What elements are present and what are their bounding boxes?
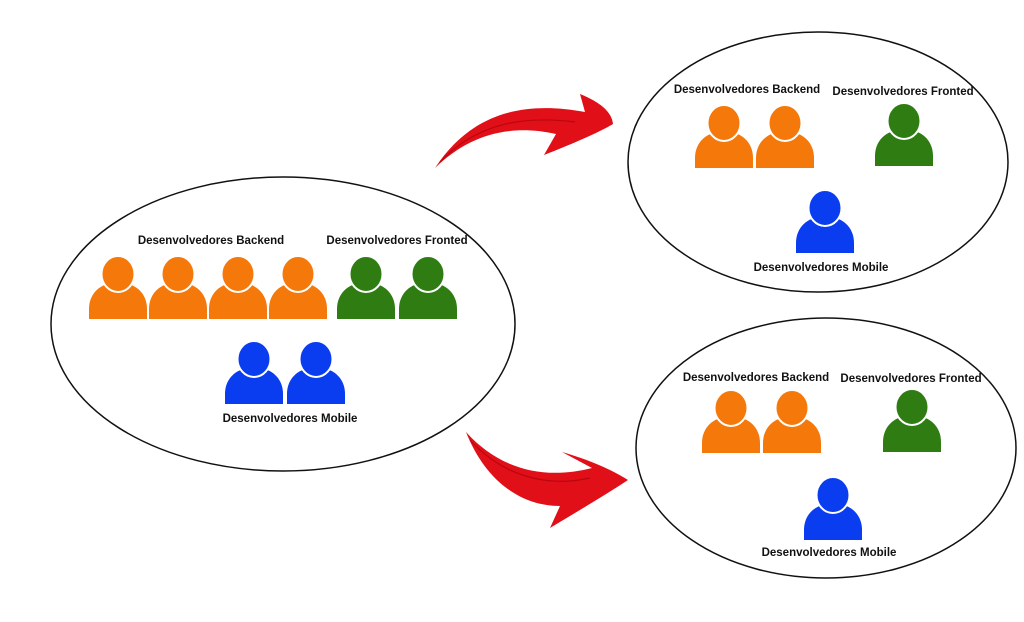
top-frontend-label: Desenvolvedores Fronted xyxy=(832,86,974,98)
top-mobile-label: Desenvolvedores Mobile xyxy=(753,262,889,274)
team-ellipse-split-top xyxy=(627,31,1009,293)
person-icon-split_top-frontend-1 xyxy=(875,102,933,166)
arrow-icon-to-top xyxy=(435,94,613,168)
person-icon-main-mobile-1 xyxy=(225,340,283,404)
person-icon-main-frontend-1 xyxy=(337,255,395,319)
top-backend-label: Desenvolvedores Backend xyxy=(673,84,821,96)
person-icon-split_bottom-frontend-1 xyxy=(883,388,941,452)
main-frontend-label: Desenvolvedores Fronted xyxy=(326,235,468,247)
person-icon-main-backend-4 xyxy=(269,255,327,319)
bottom-mobile-label: Desenvolvedores Mobile xyxy=(761,547,897,559)
person-icon-split_bottom-mobile-1 xyxy=(804,476,862,540)
person-icon-split_top-mobile-1 xyxy=(796,189,854,253)
person-icon-main-backend-3 xyxy=(209,255,267,319)
person-icon-split_bottom-backend-1 xyxy=(702,389,760,453)
person-icon-split_bottom-backend-2 xyxy=(763,389,821,453)
team-ellipse-main xyxy=(50,176,516,472)
arrow-icon-to-bottom xyxy=(466,432,628,528)
person-icon-main-frontend-2 xyxy=(399,255,457,319)
bottom-backend-label: Desenvolvedores Backend xyxy=(682,372,830,384)
person-icon-split_top-backend-1 xyxy=(695,104,753,168)
bottom-frontend-label: Desenvolvedores Fronted xyxy=(840,373,982,385)
team-ellipse-split-bottom xyxy=(635,317,1017,579)
person-icon-main-mobile-2 xyxy=(287,340,345,404)
person-icon-main-backend-1 xyxy=(89,255,147,319)
main-backend-label: Desenvolvedores Backend xyxy=(137,235,285,247)
main-mobile-label: Desenvolvedores Mobile xyxy=(222,413,358,425)
person-icon-main-backend-2 xyxy=(149,255,207,319)
people-layer xyxy=(89,102,941,540)
person-icon-split_top-backend-2 xyxy=(756,104,814,168)
